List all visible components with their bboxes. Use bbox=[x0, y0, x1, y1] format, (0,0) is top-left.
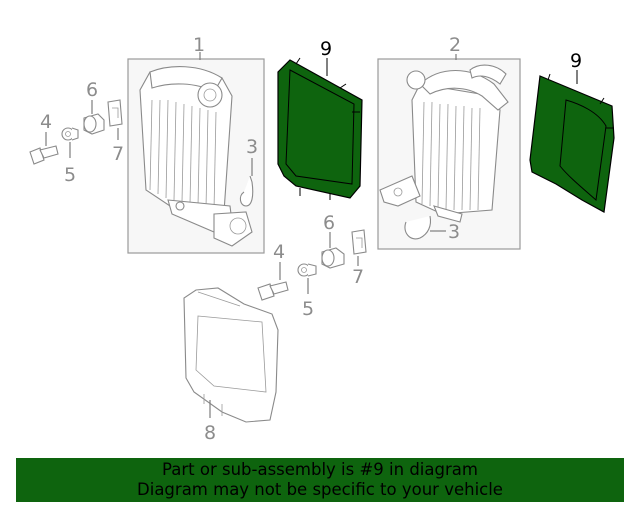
callout-4a: 4 bbox=[40, 111, 52, 133]
hose-3b bbox=[404, 215, 432, 240]
notice-line-2: Diagram may not be specific to your vehi… bbox=[137, 480, 503, 499]
shroud-9b bbox=[529, 73, 615, 213]
hose-3a bbox=[239, 175, 254, 207]
callout-6b: 6 bbox=[323, 212, 335, 234]
callout-6a: 6 bbox=[86, 79, 98, 101]
intercooler-right bbox=[379, 64, 509, 223]
notice-line-1: Part or sub-assembly is #9 in diagram bbox=[162, 460, 478, 479]
bolt-4a bbox=[29, 145, 59, 165]
callout-2: 2 bbox=[449, 34, 461, 56]
intercooler-left bbox=[139, 66, 253, 247]
callout-1: 1 bbox=[193, 34, 205, 56]
bushing-6b bbox=[321, 247, 345, 269]
notice-banner: Part or sub-assembly is #9 in diagram Di… bbox=[16, 458, 624, 502]
bolt-4b bbox=[257, 281, 289, 301]
callout-7b: 7 bbox=[352, 266, 364, 288]
callout-5a: 5 bbox=[64, 164, 76, 186]
washer-5a bbox=[61, 127, 79, 141]
callout-3a: 3 bbox=[246, 136, 258, 158]
callout-9a: 9 bbox=[320, 38, 332, 60]
callout-8: 8 bbox=[204, 422, 216, 444]
callout-5b: 5 bbox=[302, 298, 314, 320]
clip-7b bbox=[351, 229, 367, 255]
callout-4b: 4 bbox=[273, 241, 285, 263]
callout-9b: 9 bbox=[570, 50, 582, 72]
bracket-8 bbox=[183, 287, 279, 423]
callout-7a: 7 bbox=[112, 143, 124, 165]
bushing-6a bbox=[83, 113, 105, 135]
callout-3b: 3 bbox=[448, 221, 460, 243]
clip-7a bbox=[107, 99, 123, 127]
shroud-9a bbox=[277, 57, 363, 200]
washer-5b bbox=[297, 263, 317, 277]
